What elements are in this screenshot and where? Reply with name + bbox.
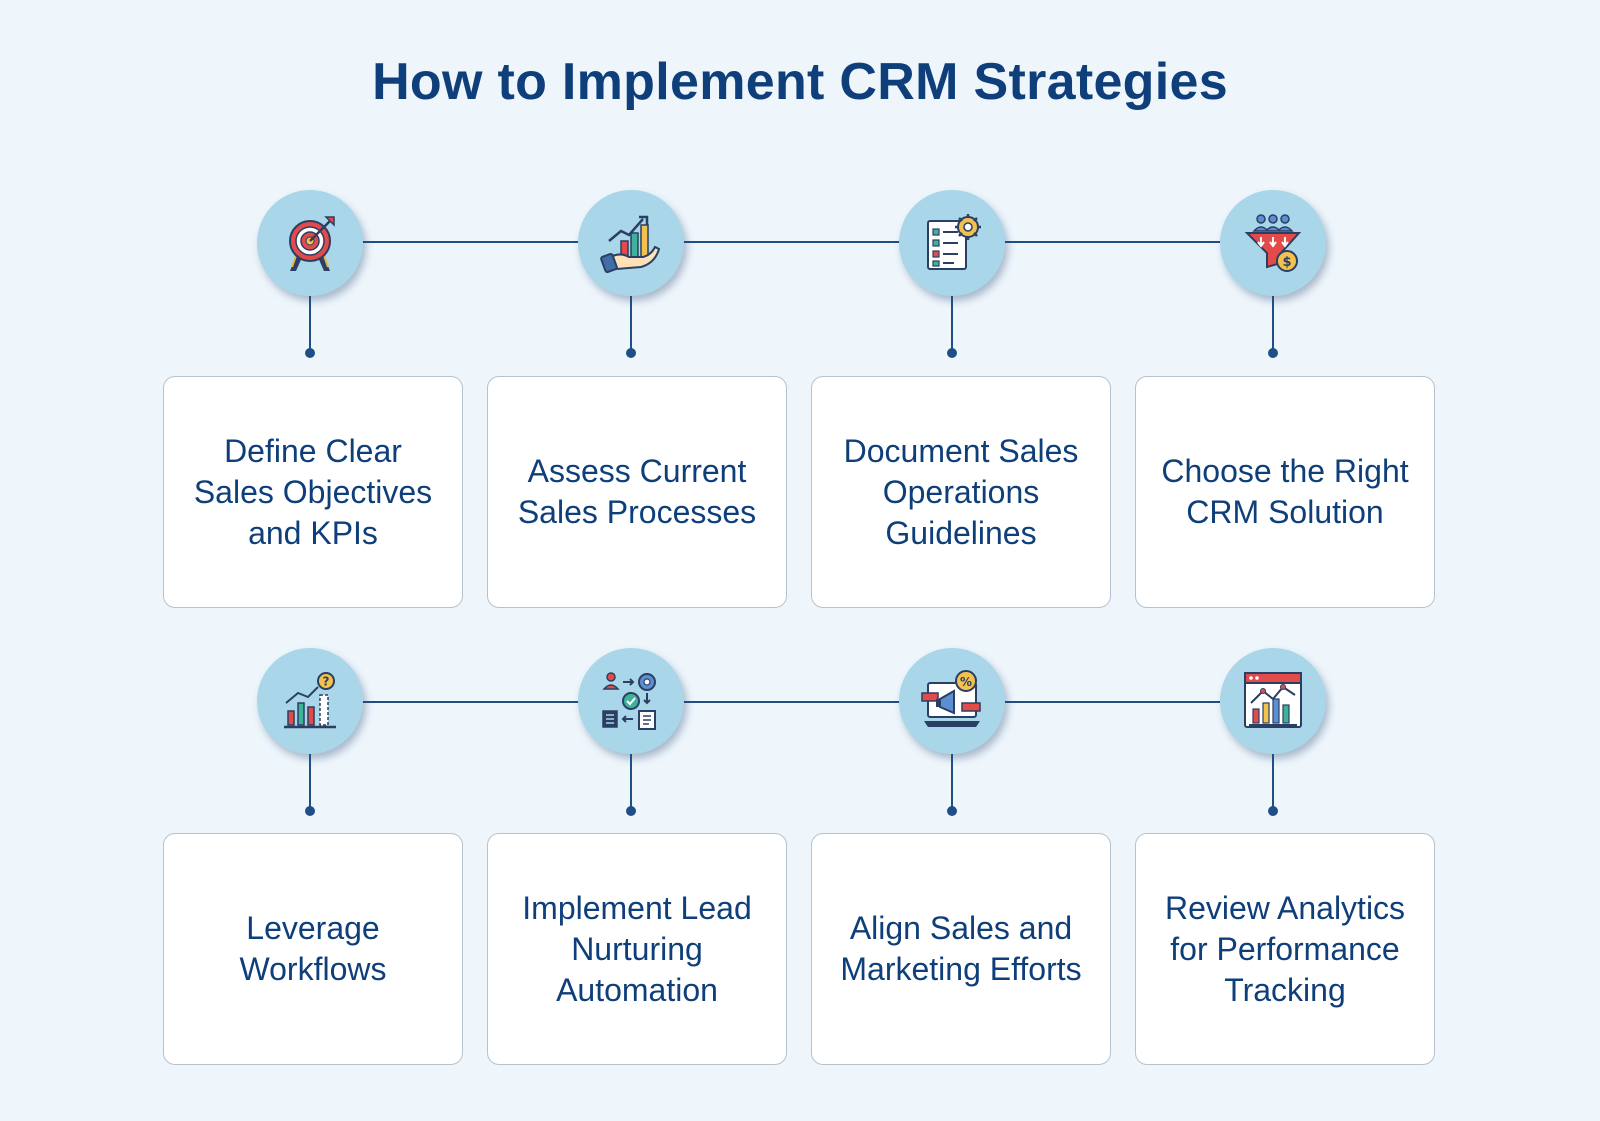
step-6-card: Implement Lead Nurturing Automation [487,833,787,1065]
step-2-label: Assess Current Sales Processes [517,453,757,530]
step-3-dot [947,348,957,358]
step-8-icon-circle [1220,648,1326,754]
step-8-card: Review Analytics for Performance Trackin… [1135,833,1435,1065]
step-2-connector [630,296,632,352]
svg-text:%: % [960,675,972,689]
sales-funnel-icon: $ [1244,214,1302,272]
row-1-connector [310,241,1246,243]
step-3-connector [951,296,953,352]
step-4-card: Choose the Right CRM Solution [1135,376,1435,608]
step-3-label: Document Sales Operations Guidelines [843,432,1079,551]
marketing-megaphone-icon: % [921,670,981,727]
step-8-connector [1272,754,1274,810]
step-1-connector [309,296,311,352]
step-6-dot [626,806,636,816]
step-7-card: Align Sales and Marketing Efforts [811,833,1111,1065]
bar-chart-question-icon: ? [284,672,336,729]
svg-text:?: ? [323,675,330,689]
step-8-label: Review Analytics for Performance Trackin… [1164,889,1406,1008]
svg-text:$: $ [1282,255,1291,270]
step-7-dot [947,806,957,816]
step-4-icon-circle: $ [1220,190,1326,296]
analytics-dashboard-icon [1244,672,1302,728]
step-8-dot [1268,806,1278,816]
step-5-card: Leverage Workflows [163,833,463,1065]
step-1-card: Define Clear Sales Objectives and KPIs [163,376,463,608]
step-5-icon-circle: ? [257,648,363,754]
step-7-connector [951,754,953,810]
step-1-dot [305,348,315,358]
step-5-label: Leverage Workflows [239,910,387,987]
step-2-card: Assess Current Sales Processes [487,376,787,608]
growth-hand-icon [600,215,661,274]
checklist-gear-icon [927,214,981,270]
step-5-dot [305,806,315,816]
step-5-connector [309,754,311,810]
step-3-card: Document Sales Operations Guidelines [811,376,1111,608]
target-icon [289,216,335,271]
page-title: How to Implement CRM Strategies [372,53,1228,111]
step-2-dot [626,348,636,358]
step-4-label: Choose the Right CRM Solution [1161,453,1409,530]
step-7-label: Align Sales and Marketing Efforts [840,910,1082,987]
row-2-connector [310,701,1246,703]
step-4-dot [1268,348,1278,358]
step-7-icon-circle: % [899,648,1005,754]
step-2-icon-circle [578,190,684,296]
automation-flow-icon [602,672,656,730]
step-6-label: Implement Lead Nurturing Automation [522,889,752,1008]
step-1-label: Define Clear Sales Objectives and KPIs [193,432,433,551]
step-6-icon-circle [578,648,684,754]
step-4-connector [1272,296,1274,352]
step-3-icon-circle [899,190,1005,296]
step-6-connector [630,754,632,810]
step-1-icon-circle [257,190,363,296]
